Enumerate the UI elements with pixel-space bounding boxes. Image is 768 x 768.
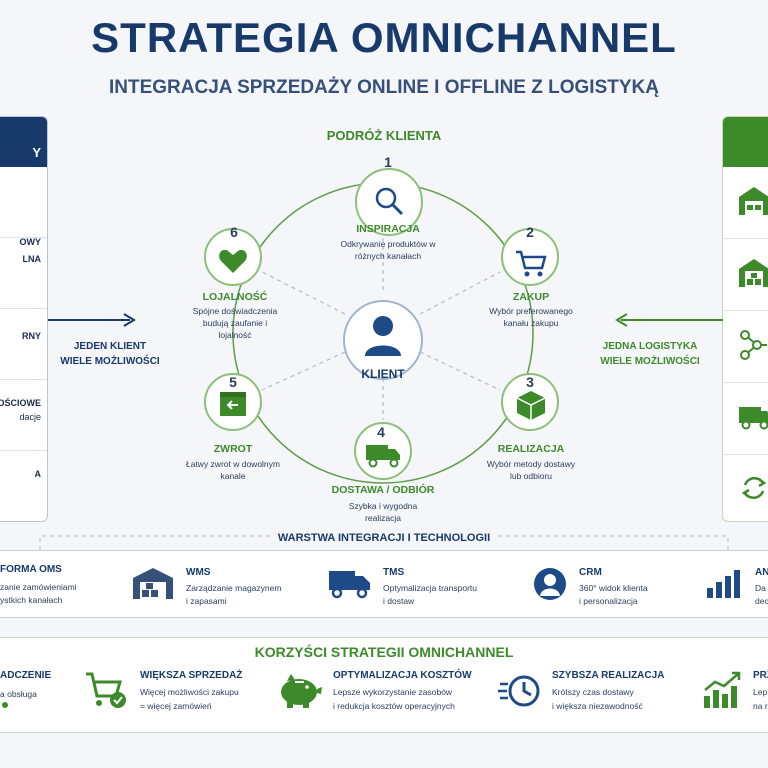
bar-chart-icon: [707, 570, 740, 598]
tech-item-tms: TMS Optymalizacja transportu i dostaw: [383, 567, 478, 606]
journey-step-3: [501, 373, 559, 431]
user-icon: [534, 568, 566, 600]
logistics-row: [723, 455, 768, 521]
recycle-icon: [741, 476, 767, 500]
journey-step-6: [204, 228, 262, 286]
client-node: [343, 300, 423, 380]
journey-step-5: [204, 373, 262, 431]
channel-row: A: [34, 469, 42, 479]
network-icon: [740, 330, 767, 360]
channel-row: LNA: [0, 238, 47, 309]
tech-item-crm: CRM 360° widok klienta i personalizacja: [579, 567, 648, 606]
truck-icon: [329, 571, 370, 599]
benefit-item-sales: WIĘKSZA SPRZEDAŻ Więcej możliwości zakup…: [140, 670, 243, 711]
return-box-icon: [220, 392, 246, 416]
warehouse-icon: [133, 568, 173, 599]
benefit-item-speed: SZYBSZA REALIZACJA Krótszy czas dostawy …: [552, 670, 665, 711]
step-desc: Wybór metody dostawy lub odbioru: [486, 459, 576, 481]
logistics-panel: [722, 116, 768, 522]
logistics-header: [723, 117, 768, 167]
benefit-item-costs: OPTYMALIZACJA KOSZTÓW Lepsze wykorzystan…: [333, 670, 472, 711]
step-label: ZWROT: [213, 443, 253, 455]
user-icon: [365, 316, 401, 356]
tech-item-analytics: AN Da dec: [755, 567, 768, 606]
tech-item-wms: WMS Zarządzanie magazynem i zapasami: [186, 567, 282, 606]
step-number: 6: [230, 224, 238, 240]
logistics-row: [723, 311, 768, 383]
fast-clock-icon: [498, 675, 540, 707]
step-label: LOJALNOŚĆ: [202, 291, 268, 303]
step-number: 3: [526, 374, 534, 390]
step-number: 2: [526, 224, 534, 240]
channel-row: OWY: [0, 167, 47, 247]
truck-icon: [739, 407, 768, 430]
warehouse-boxes-icon: [739, 259, 768, 287]
client-label: KLIENT: [361, 367, 405, 381]
channel-row: RNY: [0, 309, 47, 380]
step-label: ZAKUP: [512, 291, 550, 303]
sales-channels-header: Y: [0, 117, 47, 167]
step-number: 4: [377, 424, 385, 440]
step-number: 1: [384, 154, 392, 170]
journey-step-2: [501, 228, 559, 286]
tech-item-oms: FORMA OMS zanie zamówieniami ystkich kan…: [0, 564, 77, 605]
bullet-icon: [2, 702, 8, 708]
journey-step-1: [355, 168, 423, 236]
logistics-row: [723, 167, 768, 239]
step-label: DOSTAWA / ODBIÓR: [331, 484, 435, 496]
tech-layer-title: WARSTWA INTEGRACJI I TECHNOLOGII: [0, 532, 768, 544]
warehouse-icon: [739, 187, 768, 215]
step-desc: Szybka i wygodna realizacja: [348, 501, 418, 523]
package-icon: [516, 391, 546, 420]
tech-layer-box: [0, 550, 768, 618]
piggy-bank-icon: [281, 674, 322, 708]
step-desc: Odkrywanie produktów w różnych kanałach: [340, 239, 436, 261]
benefit-item-growth: PRZ Lep na r: [753, 670, 768, 711]
step-number: 5: [229, 374, 237, 390]
right-arrow: [615, 313, 723, 327]
journey-step-4: [354, 422, 412, 480]
growth-chart-icon: [704, 671, 741, 708]
right-arrow-label: JEDNA LOGISTYKA WIELE MOŻLIWOŚCI: [600, 341, 700, 367]
step-label: REALIZACJA: [497, 443, 565, 455]
step-label: INSPIRACJA: [356, 223, 420, 235]
left-arrow: [48, 313, 136, 327]
cart-check-icon: [86, 672, 126, 708]
benefits-title: KORZYŚCI STRATEGII OMNICHANNEL: [254, 644, 514, 660]
journey-title: PODRÓŻ KLIENTA: [326, 128, 442, 143]
logistics-row: [723, 383, 768, 455]
step-desc: Wybór preferowanego kanału zakupu: [489, 306, 573, 328]
search-icon: [375, 187, 404, 216]
benefit-item-experience: ADCZENIE a obsługa: [0, 670, 52, 699]
benefits-box: [0, 637, 768, 733]
cart-icon: [516, 250, 547, 277]
page-subtitle: INTEGRACJA SPRZEDAŻY ONLINE I OFFLINE Z …: [109, 77, 659, 98]
step-desc: Łatwy zwrot w dowolnym kanale: [185, 459, 280, 481]
heart-icon: [219, 249, 247, 273]
left-arrow-label: JEDEN KLIENT WIELE MOŻLIWOŚCI: [60, 341, 160, 367]
logistics-row: [723, 239, 768, 311]
page-title: STRATEGIA OMNICHANNEL: [91, 14, 677, 61]
truck-icon: [366, 445, 400, 468]
step-desc: Spójne doświadczenia budują zaufanie i l…: [192, 306, 278, 340]
